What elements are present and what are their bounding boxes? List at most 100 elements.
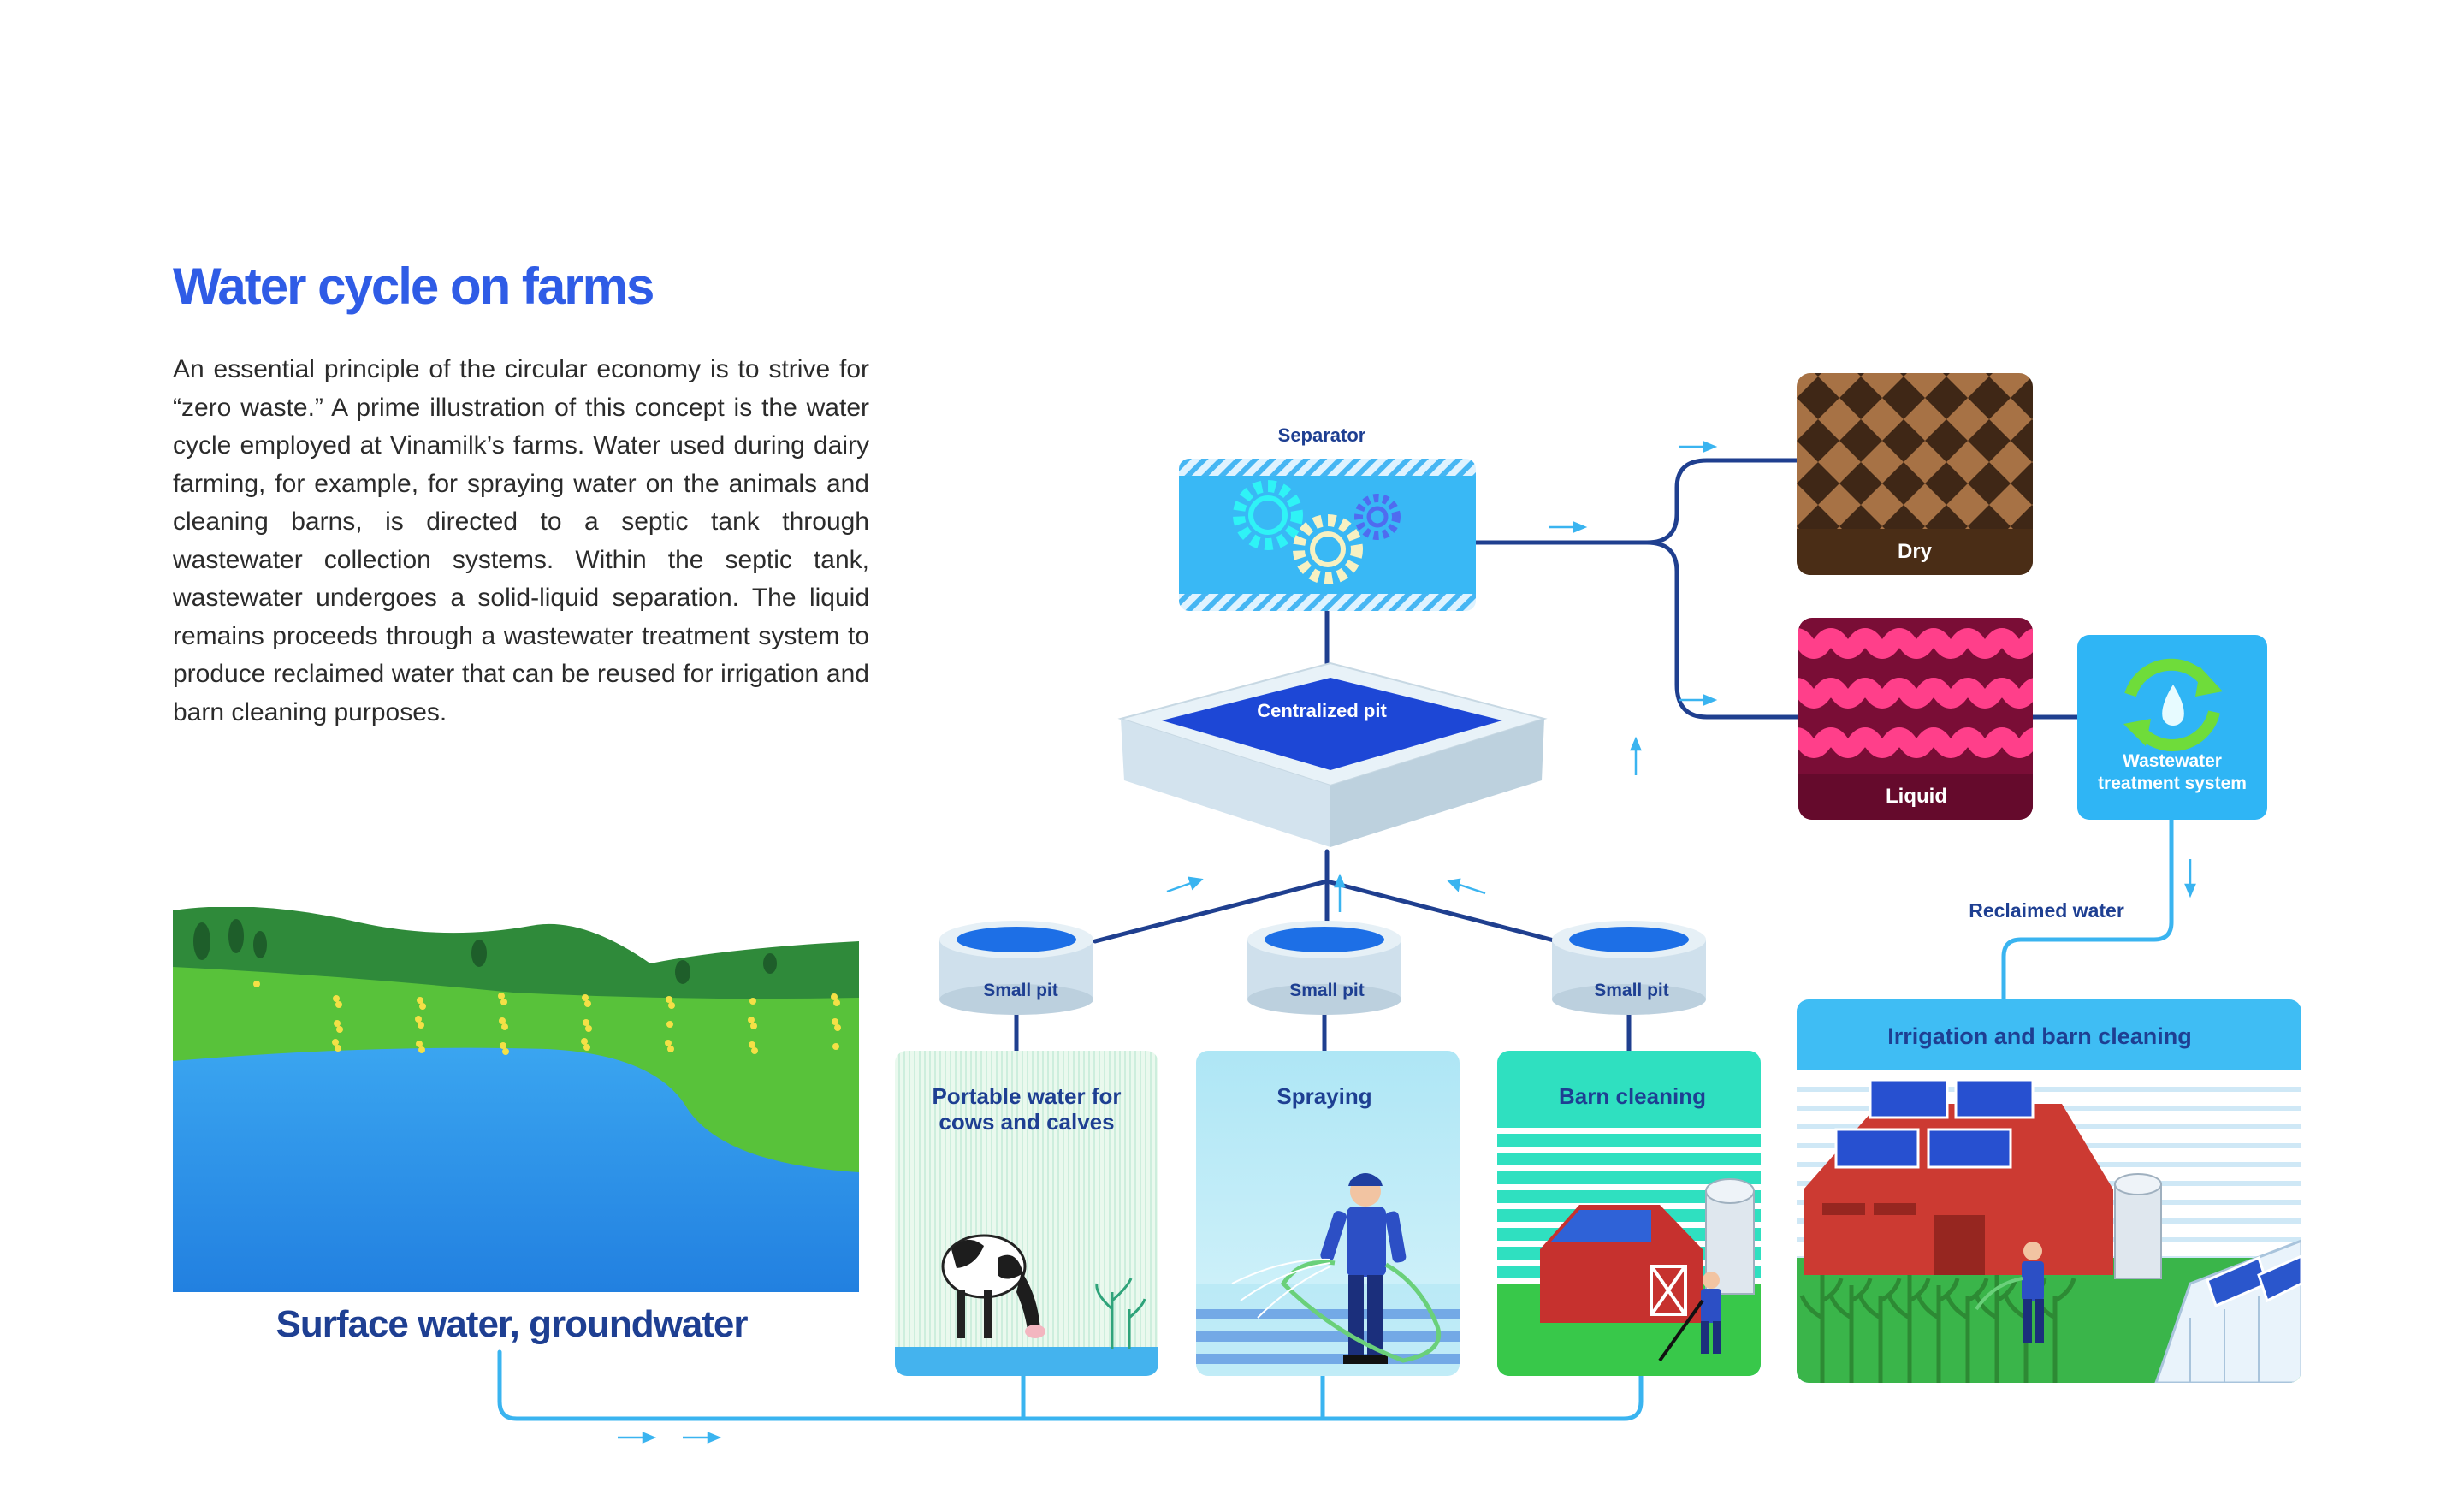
arrow-right-icon bbox=[1679, 694, 1718, 706]
flower bbox=[335, 1045, 341, 1052]
barn-illustration bbox=[1540, 1205, 1703, 1323]
small-pit-icon bbox=[1552, 921, 1706, 1015]
flower bbox=[333, 995, 340, 1002]
spraying-panel bbox=[1196, 1051, 1460, 1376]
flower bbox=[748, 1017, 755, 1023]
flower bbox=[666, 1021, 673, 1028]
barn-cleaning-panel bbox=[1497, 1051, 1761, 1376]
greenhouse-illustration bbox=[2153, 1238, 2301, 1383]
flower bbox=[668, 1002, 675, 1009]
flower bbox=[334, 1020, 341, 1027]
flower bbox=[500, 999, 507, 1005]
flower bbox=[751, 1047, 758, 1054]
flower bbox=[499, 1017, 506, 1024]
wave bbox=[1798, 678, 2033, 709]
arrow-up-icon bbox=[1334, 873, 1346, 912]
flower bbox=[585, 1025, 592, 1032]
flower bbox=[416, 1041, 423, 1047]
intro-paragraph: An essential principle of the circular e… bbox=[173, 355, 869, 726]
flower bbox=[418, 1022, 424, 1029]
flower bbox=[665, 1040, 672, 1046]
flower bbox=[667, 1046, 674, 1052]
small-pit-icon bbox=[1247, 921, 1401, 1015]
connector-surface-water-loop bbox=[497, 1349, 1644, 1421]
small-pit-1-label: Small pit bbox=[983, 981, 1058, 1000]
flower bbox=[833, 999, 840, 1006]
gear-icon bbox=[1293, 514, 1363, 584]
flower bbox=[501, 1023, 508, 1030]
centralized-pit-label: Centralized pit bbox=[1257, 700, 1387, 721]
barn-cleaning-label: Barn cleaning bbox=[1559, 1083, 1706, 1109]
centralized-pit-node bbox=[1117, 661, 1548, 847]
surface-water-illustration bbox=[173, 907, 859, 1292]
irrigation-label: Irrigation and barn cleaning bbox=[1887, 1023, 2192, 1049]
portable-water-label-line1: Portable water for bbox=[932, 1083, 1121, 1109]
water-drop-icon bbox=[2162, 685, 2184, 726]
plant-illustration bbox=[1095, 1278, 1146, 1349]
liquid-label: Liquid bbox=[1886, 785, 1947, 808]
connector-hub-smallpit-1 bbox=[1093, 879, 1330, 944]
sky-connectors bbox=[497, 817, 2174, 1421]
flower bbox=[336, 1026, 343, 1033]
arrow-down-icon bbox=[2184, 859, 2196, 898]
arrow-right-icon bbox=[618, 1432, 657, 1444]
flower bbox=[332, 1039, 339, 1046]
arrow-right-icon bbox=[1549, 521, 1588, 533]
navy-connectors bbox=[1014, 458, 2080, 1053]
liquid-node bbox=[1798, 618, 2033, 820]
arrow-up-right-icon bbox=[1166, 876, 1204, 893]
reclaimed-water-label: Reclaimed water bbox=[1969, 899, 2124, 922]
flower bbox=[498, 993, 505, 999]
spraying-label: Spraying bbox=[1276, 1083, 1371, 1109]
flower bbox=[582, 994, 589, 1001]
flower bbox=[749, 1041, 755, 1048]
gear-icon bbox=[1354, 494, 1401, 540]
arrow-up-icon bbox=[1630, 736, 1642, 775]
flower bbox=[415, 1016, 422, 1023]
wastewater-treatment-label-line2: treatment system bbox=[2098, 774, 2247, 793]
worker-illustration bbox=[1658, 1272, 1721, 1362]
barn-illustration bbox=[1804, 1078, 2113, 1275]
connector-separator-liquid bbox=[1644, 540, 1801, 720]
flower bbox=[749, 998, 756, 1005]
separator-label: Separator bbox=[1278, 424, 1366, 446]
connector-treatment-irrigation bbox=[2001, 817, 2174, 1002]
page-title: Water cycle on farms bbox=[173, 258, 654, 315]
flower bbox=[253, 981, 260, 987]
flower bbox=[417, 997, 424, 1004]
worker-illustration bbox=[1231, 1173, 1441, 1364]
wave bbox=[1798, 628, 2033, 659]
flower bbox=[831, 993, 838, 1000]
small-pit-icon bbox=[939, 921, 1093, 1015]
flower bbox=[666, 996, 672, 1003]
flower bbox=[832, 1043, 839, 1050]
wastewater-treatment-node bbox=[2077, 635, 2267, 820]
separator-node bbox=[1179, 459, 1476, 611]
flower bbox=[832, 1018, 838, 1025]
flow-arrows bbox=[618, 441, 2196, 1444]
wastewater-treatment-label-line1: Wastewater bbox=[2123, 751, 2222, 771]
flower bbox=[581, 1038, 588, 1045]
small-pits bbox=[939, 921, 1706, 1015]
flower bbox=[502, 1048, 509, 1055]
flower bbox=[583, 1019, 589, 1026]
flower bbox=[419, 1003, 426, 1010]
arrow-up-left-icon bbox=[1447, 878, 1486, 895]
connector-hub-smallpit-3 bbox=[1324, 879, 1560, 944]
connector-separator-dry bbox=[1473, 458, 1799, 545]
flower bbox=[583, 1044, 590, 1051]
arrow-right-icon bbox=[1679, 441, 1718, 453]
dry-node bbox=[1797, 373, 2033, 575]
portable-water-panel bbox=[895, 1051, 1158, 1376]
flower bbox=[584, 1000, 591, 1007]
small-pit-2-label: Small pit bbox=[1289, 981, 1365, 1000]
flower bbox=[418, 1046, 425, 1053]
worker-illustration bbox=[1975, 1242, 2044, 1343]
flower bbox=[834, 1024, 841, 1031]
wave bbox=[1798, 727, 2033, 758]
flower bbox=[335, 1001, 342, 1008]
recycle-icon bbox=[2123, 658, 2223, 751]
cow-illustration bbox=[941, 1234, 1045, 1338]
flower bbox=[500, 1042, 506, 1049]
